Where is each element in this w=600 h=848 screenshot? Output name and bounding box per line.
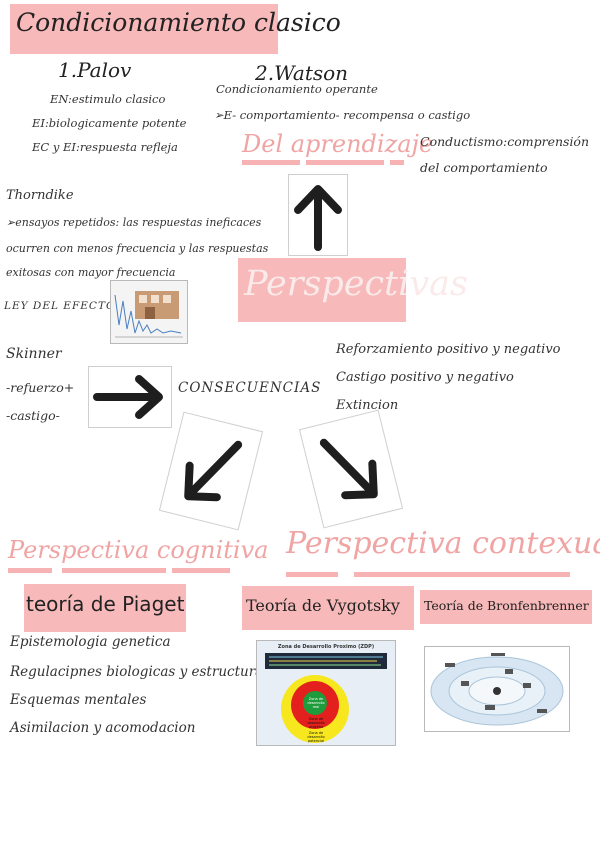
- zdp-inner-label: Zona de desarrollo real: [305, 697, 327, 709]
- bullet-arrow-icon: ➢: [214, 108, 224, 122]
- consecuencias-label: CONSECUENCIAS: [178, 380, 321, 396]
- contexual-underline-1: [286, 572, 338, 577]
- palov-line-1: EN:estimulo clasico: [50, 92, 165, 106]
- reinforcement-item-1: Reforzamiento positivo y negativo: [336, 342, 561, 357]
- watson-bullet: ➢E- comportamiento- recompensa o castigo: [214, 108, 470, 122]
- skinner-minus: -castigo-: [6, 408, 60, 423]
- cognitiva-item-1: Epistemologia genetica: [10, 634, 171, 650]
- cognitiva-underline-2: [62, 568, 166, 573]
- conductismo-line-2: del comportamiento: [420, 160, 548, 175]
- down-left-arrow-box: [159, 412, 263, 531]
- arrow-down-right-icon: [300, 411, 402, 527]
- arrow-up-icon: [289, 175, 347, 255]
- zdp-middle-label: Zona de desarrollo proximo: [303, 717, 329, 729]
- watson-subtitle: Condicionamiento operante: [216, 82, 378, 96]
- piaget-title: teoría de Piaget: [26, 592, 184, 616]
- skinner-plus: -refuerzo+: [6, 380, 74, 395]
- page-title: Condicionamiento clasico: [16, 8, 341, 37]
- thorndike-bullet-text-1: ensayos repetidos: las respuestas inefic…: [15, 216, 261, 229]
- contexual-heading: Perspectiva contexual: [286, 526, 600, 561]
- vygotsky-title: Teoría de Vygotsky: [246, 596, 400, 615]
- law-of-effect: LEY DEL EFECTO: [4, 300, 116, 312]
- thorndike-bullet-3: exitosas con mayor frecuencia: [6, 266, 175, 279]
- right-arrow-box: [88, 366, 172, 428]
- thorndike-bullet-2: ocurren con menos frecuencia y las respu…: [6, 242, 268, 255]
- cognitiva-underline-1: [8, 568, 52, 573]
- arrow-right-icon: [89, 367, 171, 427]
- bronfenbrenner-title: Teoría de Bronfenbrenner: [424, 598, 589, 613]
- contexual-underline-2: [354, 572, 570, 577]
- perspectivas-title: Perspectivas: [244, 264, 468, 304]
- bullet-arrow-icon: ➢: [6, 216, 15, 229]
- zdp-outer-label: Zona de desarrollo potencial: [301, 731, 331, 743]
- conductismo-line-1: Conductismo:comprensión: [420, 134, 589, 149]
- thorndike-chart-image: [110, 280, 188, 344]
- palov-heading: 1.Palov: [58, 58, 131, 82]
- ecological-systems-icon: [425, 647, 569, 731]
- thorndike-bullet-1: ➢ensayos repetidos: las respuestas inefi…: [6, 216, 261, 229]
- zdp-circles-icon: [257, 641, 395, 745]
- zdp-diagram-image: Zona de Desarrollo Proximo (ZDP) Zona de…: [256, 640, 396, 746]
- reinforcement-item-3: Extincion: [336, 398, 398, 413]
- bronfenbrenner-diagram-image: [424, 646, 570, 732]
- palov-line-2: EI:biologicamente potente: [32, 116, 186, 130]
- cognitiva-item-4: Asimilacion y acomodacion: [10, 720, 195, 736]
- watson-bullet-text: E- comportamiento- recompensa o castigo: [224, 108, 470, 122]
- cognitiva-item-3: Esquemas mentales: [10, 692, 146, 708]
- up-arrow-box: [288, 174, 348, 256]
- cognitiva-underline-3: [172, 568, 230, 573]
- aprendizaje-underline-3: [390, 160, 404, 165]
- down-right-arrow-box: [299, 410, 403, 529]
- learning-curve-icon: [111, 281, 187, 343]
- skinner-name: Skinner: [6, 346, 62, 362]
- arrow-down-left-icon: [160, 413, 262, 529]
- aprendizaje-heading: Del aprendizaje: [242, 130, 433, 158]
- aprendizaje-underline-2: [306, 160, 384, 165]
- palov-line-3: EC y EI:respuesta refleja: [32, 140, 178, 154]
- aprendizaje-underline-1: [242, 160, 300, 165]
- cognitiva-heading: Perspectiva cognitiva: [8, 536, 268, 564]
- thorndike-name: Thorndike: [6, 188, 74, 203]
- reinforcement-item-2: Castigo positivo y negativo: [336, 370, 514, 385]
